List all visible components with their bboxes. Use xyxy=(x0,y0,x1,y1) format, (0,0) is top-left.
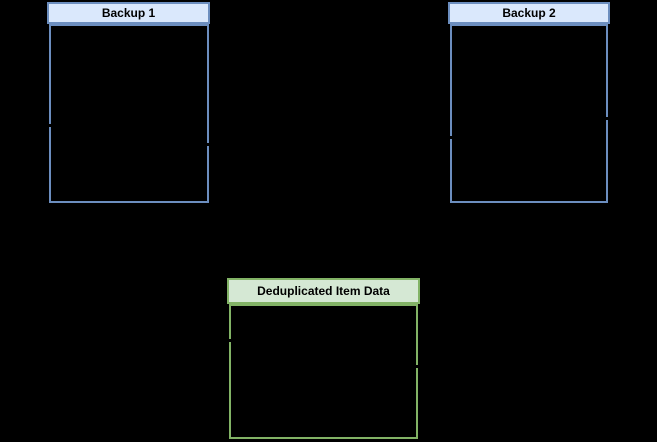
connector-mark-dedup-right xyxy=(415,365,420,368)
deduplicated-item-data-title: Deduplicated Item Data xyxy=(257,284,390,298)
connector-mark-backup-1-right xyxy=(206,143,211,146)
backup-2-title: Backup 2 xyxy=(502,6,556,20)
connector-mark-dedup-left xyxy=(227,339,232,342)
backup-1-header: Backup 1 xyxy=(47,2,210,24)
connector-mark-backup-2-left xyxy=(448,136,453,139)
deduplicated-item-data-body xyxy=(229,304,418,439)
connector-mark-backup-2-right xyxy=(605,117,610,120)
deduplicated-item-data-header: Deduplicated Item Data xyxy=(227,278,420,304)
backup-2-body xyxy=(450,24,608,203)
backup-1-body xyxy=(49,24,209,203)
backup-2-header: Backup 2 xyxy=(448,2,610,24)
backup-1-title: Backup 1 xyxy=(101,6,156,20)
connector-mark-backup-1-left xyxy=(46,124,51,127)
